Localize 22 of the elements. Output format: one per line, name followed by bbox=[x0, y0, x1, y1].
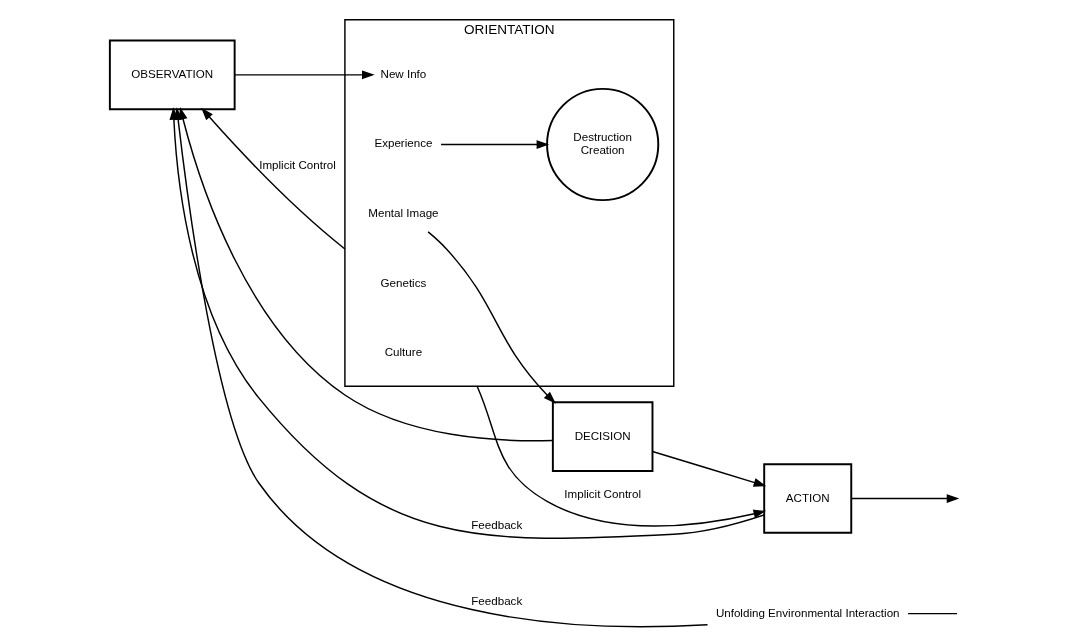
arrow bbox=[427, 231, 556, 404]
arrow bbox=[476, 385, 767, 527]
node-box: OBSERVATION bbox=[108, 39, 236, 111]
edge-label: Feedback bbox=[471, 594, 523, 608]
arrow bbox=[651, 450, 767, 487]
edge-label: Implicit Control bbox=[564, 487, 642, 501]
node-circle: Destruction Creation bbox=[546, 87, 660, 202]
arrow bbox=[201, 107, 346, 250]
node-text: New Info bbox=[380, 66, 427, 80]
arrow bbox=[233, 70, 375, 80]
node-text: Experience bbox=[374, 136, 433, 150]
node-text: Genetics bbox=[380, 275, 427, 289]
edge-label: Implicit Control bbox=[259, 158, 336, 172]
node-text: Mental Image bbox=[368, 206, 439, 220]
node-text: Unfolding Environmental Interaction bbox=[715, 605, 900, 619]
node-box: DECISION bbox=[551, 401, 654, 472]
node-text: Culture bbox=[384, 345, 423, 359]
edge-label: Feedback bbox=[471, 518, 523, 532]
arrow bbox=[440, 140, 550, 149]
connector bbox=[907, 612, 958, 615]
arrow bbox=[850, 494, 960, 503]
node-box: ACTION bbox=[763, 463, 853, 534]
